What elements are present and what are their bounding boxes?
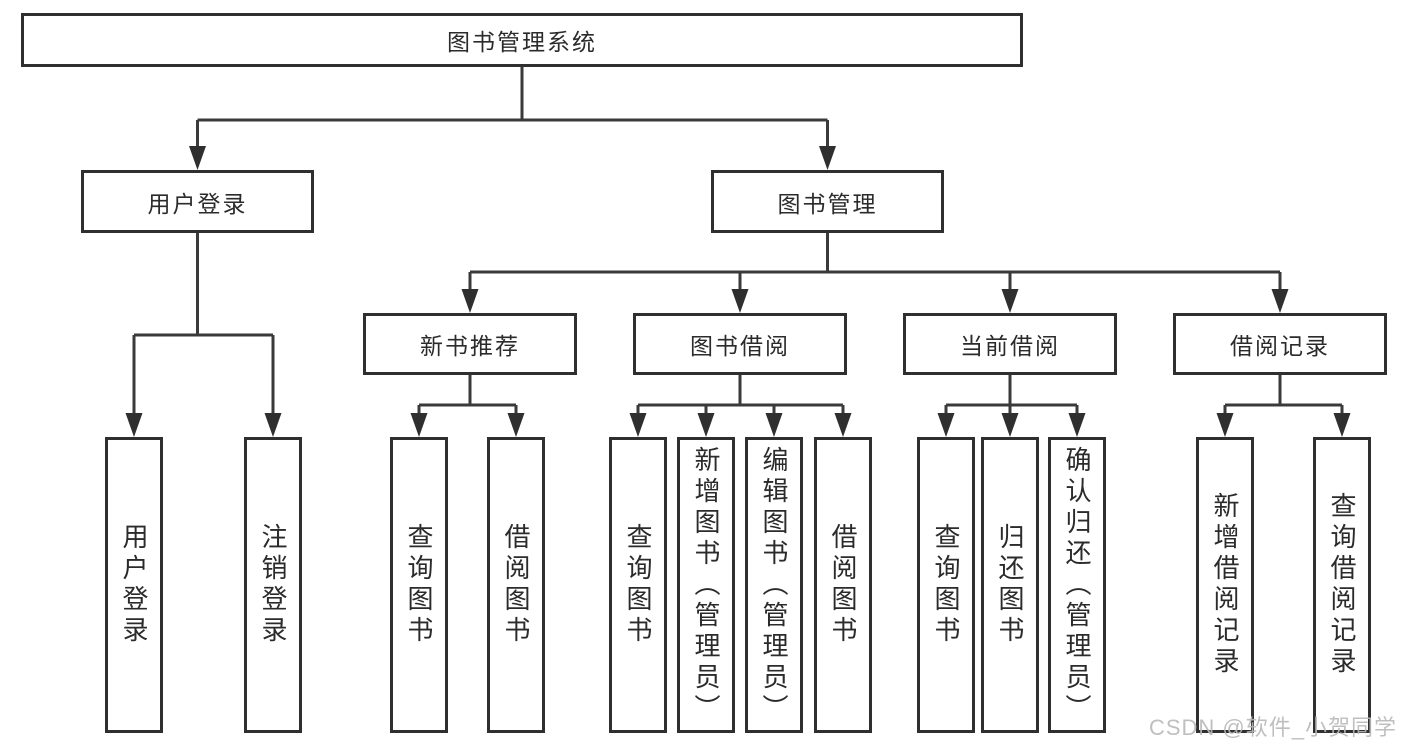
leaf-current-query-books-label: 查询图书 [931, 523, 961, 647]
node-book-management-branch: 图书管理 [711, 170, 944, 233]
leaf-borrow-borrow-books: 借阅图书 [814, 437, 872, 733]
connector-user-login-to-leaves [132, 233, 275, 414]
leaf-records-add-record: 新增借阅记录 [1196, 437, 1254, 733]
leaf-records-query-record-label: 查询借阅记录 [1327, 492, 1357, 678]
leaf-recommend-borrow-books-label: 借阅图书 [501, 523, 531, 647]
leaf-current-return-books: 归还图书 [981, 437, 1039, 733]
leaf-current-confirm-return-admin: 确认归还（管理员） [1048, 437, 1106, 733]
connector-current-to-leaves [944, 375, 1079, 415]
csdn-watermark: CSDN @软件_小贺同学 [1148, 715, 1397, 740]
arrowhead-current-query [937, 413, 955, 437]
leaf-borrow-query-books: 查询图书 [609, 437, 667, 733]
arrowhead-records-query [1333, 413, 1351, 437]
leaf-user-login-label: 用户登录 [119, 523, 149, 647]
leaf-borrow-edit-books-admin: 编辑图书（管理员） [745, 437, 803, 733]
node-library-management-system: 图书管理系统 [21, 13, 1023, 67]
leaf-borrow-add-books-admin: 新增图书（管理员） [677, 437, 735, 733]
arrowhead-book-management [819, 146, 836, 170]
arrowhead-user-login [189, 146, 206, 170]
leaf-borrow-borrow-books-label: 借阅图书 [828, 523, 858, 647]
leaf-recommend-query-books: 查询图书 [390, 437, 448, 733]
connector-borrow-to-leaves [636, 375, 845, 415]
leaf-records-query-record: 查询借阅记录 [1313, 437, 1371, 733]
connector-recommend-to-leaves [417, 375, 518, 415]
connector-root-to-level2 [196, 67, 829, 148]
leaf-logout-label: 注销登录 [258, 523, 288, 647]
connector-records-to-leaves [1223, 375, 1344, 415]
arrowhead-book-borrow [731, 289, 749, 313]
arrowhead-current-return [1001, 413, 1019, 437]
node-new-book-recommend: 新书推荐 [363, 313, 577, 375]
connector-book-management-to-modules [468, 233, 1282, 291]
arrowhead-recommend-query [410, 413, 428, 437]
arrowhead-recommend-borrow [507, 413, 525, 437]
leaf-recommend-query-books-label: 查询图书 [404, 523, 434, 647]
arrowhead-leaf-logout [264, 413, 282, 437]
leaf-user-login: 用户登录 [105, 437, 163, 733]
leaf-current-confirm-return-admin-label: 确认归还（管理员） [1062, 445, 1092, 725]
node-book-borrow: 图书借阅 [633, 313, 847, 375]
leaf-borrow-add-books-admin-label: 新增图书（管理员） [691, 445, 721, 725]
arrowhead-current-confirm [1068, 413, 1086, 437]
arrowhead-borrow-borrow [834, 413, 852, 437]
arrowhead-borrow-records [1271, 289, 1289, 313]
leaf-recommend-borrow-books: 借阅图书 [487, 437, 545, 733]
arrowhead-borrow-edit [765, 413, 783, 437]
arrowhead-records-add [1216, 413, 1234, 437]
leaf-logout: 注销登录 [244, 437, 302, 733]
leaf-current-return-books-label: 归还图书 [995, 523, 1025, 647]
node-user-login-branch: 用户登录 [81, 170, 314, 233]
leaf-borrow-edit-books-admin-label: 编辑图书（管理员） [759, 445, 789, 725]
leaf-borrow-query-books-label: 查询图书 [623, 523, 653, 647]
arrowhead-borrow-query [629, 413, 647, 437]
arrowhead-borrow-add [697, 413, 715, 437]
node-current-borrow: 当前借阅 [903, 313, 1117, 375]
arrowhead-leaf-login [125, 413, 143, 437]
leaf-records-add-record-label: 新增借阅记录 [1210, 492, 1240, 678]
leaf-current-query-books: 查询图书 [917, 437, 975, 733]
arrowhead-current-borrow [1001, 289, 1019, 313]
node-borrow-records: 借阅记录 [1173, 313, 1387, 375]
arrowhead-new-book-recommend [461, 289, 479, 313]
